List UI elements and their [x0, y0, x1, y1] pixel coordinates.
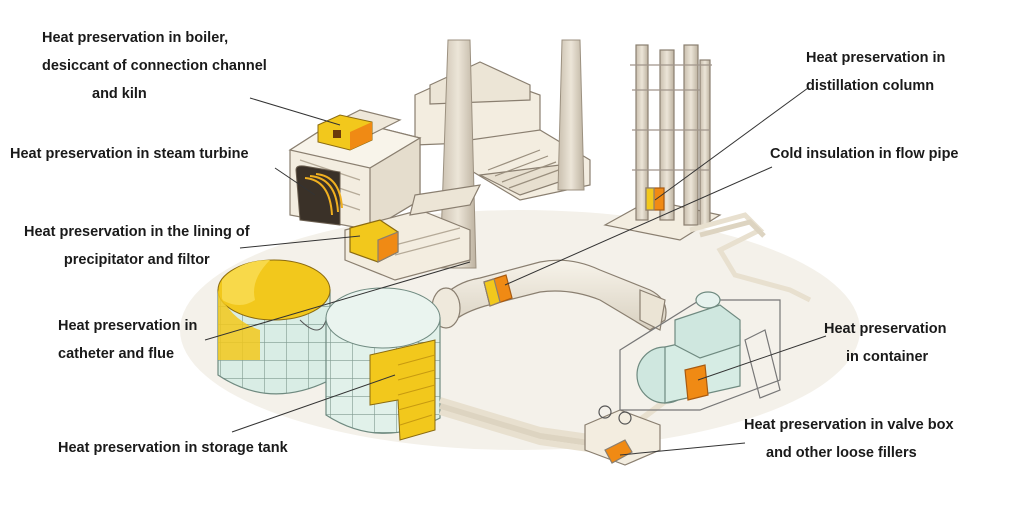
distillation-column [603, 44, 722, 241]
precipitator [344, 184, 482, 281]
label-valve-box: Heat preservation in valve box and other… [744, 411, 954, 467]
label-boiler-line3: and kiln [92, 86, 147, 102]
label-precipitator-line2: precipitator and filtor [63, 252, 210, 268]
storage-tank-right [325, 287, 441, 441]
label-flow-pipe: Cold insulation in flow pipe [770, 140, 959, 168]
label-catheter-line2: catheter and flue [58, 346, 175, 362]
label-distillation-line1: Heat preservation in [806, 50, 946, 66]
label-boiler-line1: Heat preservation in boiler, [42, 30, 229, 46]
label-distillation: Heat preservation in distillation column [806, 44, 945, 100]
label-storage-tank-text: Heat preservation in storage tank [58, 440, 288, 456]
label-storage-tank: Heat preservation in storage tank [58, 434, 288, 462]
label-precipitator-line1: Heat preservation in the lining of [24, 224, 250, 240]
cold-flow-pipe [689, 212, 812, 303]
label-steam-turbine-text: Heat preservation in steam turbine [10, 146, 249, 162]
valve-box [584, 405, 661, 466]
boiler-insulation-block [317, 114, 373, 151]
label-container-line2: in container [846, 349, 929, 365]
container-vessel [619, 291, 781, 411]
label-boiler-line2: desiccant of connection channel [42, 58, 267, 74]
storage-tank-left [217, 259, 331, 395]
label-valve-box-line2: and other loose fillers [766, 445, 917, 461]
chimney-small [557, 39, 585, 191]
leader-lines [204, 87, 827, 456]
label-catheter: Heat preservation in catheter and flue [58, 312, 197, 368]
label-flow-pipe-text: Cold insulation in flow pipe [770, 146, 959, 162]
label-steam-turbine: Heat preservation in steam turbine [10, 140, 249, 168]
label-container: Heat preservation in container [824, 315, 947, 371]
label-container-line1: Heat preservation [824, 321, 947, 337]
steam-turbine-cutaway [295, 165, 343, 226]
label-distillation-line2: distillation column [806, 78, 935, 94]
label-precipitator: Heat preservation in the lining of preci… [24, 218, 250, 274]
label-valve-box-line1: Heat preservation in valve box [744, 417, 954, 433]
label-boiler: Heat preservation in boiler, desiccant o… [42, 24, 267, 108]
label-catheter-line1: Heat preservation in [58, 318, 198, 334]
